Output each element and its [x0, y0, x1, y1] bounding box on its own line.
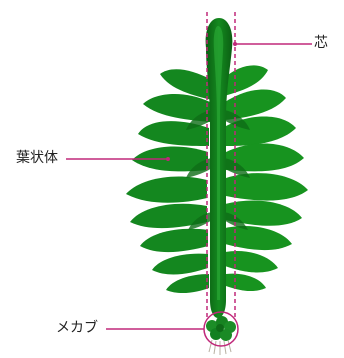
leaf-blade	[126, 69, 212, 293]
core-callout-dot	[233, 42, 237, 46]
core-label: 芯	[314, 36, 328, 50]
holdfast-roots	[209, 340, 231, 355]
leaf-blade-right	[224, 65, 308, 291]
leaf-body-callout-dot	[166, 157, 170, 161]
mekabu-cluster	[206, 316, 236, 341]
mekabu-label: メカブ	[56, 321, 98, 335]
leaf-body-label: 葉状体	[16, 151, 58, 165]
